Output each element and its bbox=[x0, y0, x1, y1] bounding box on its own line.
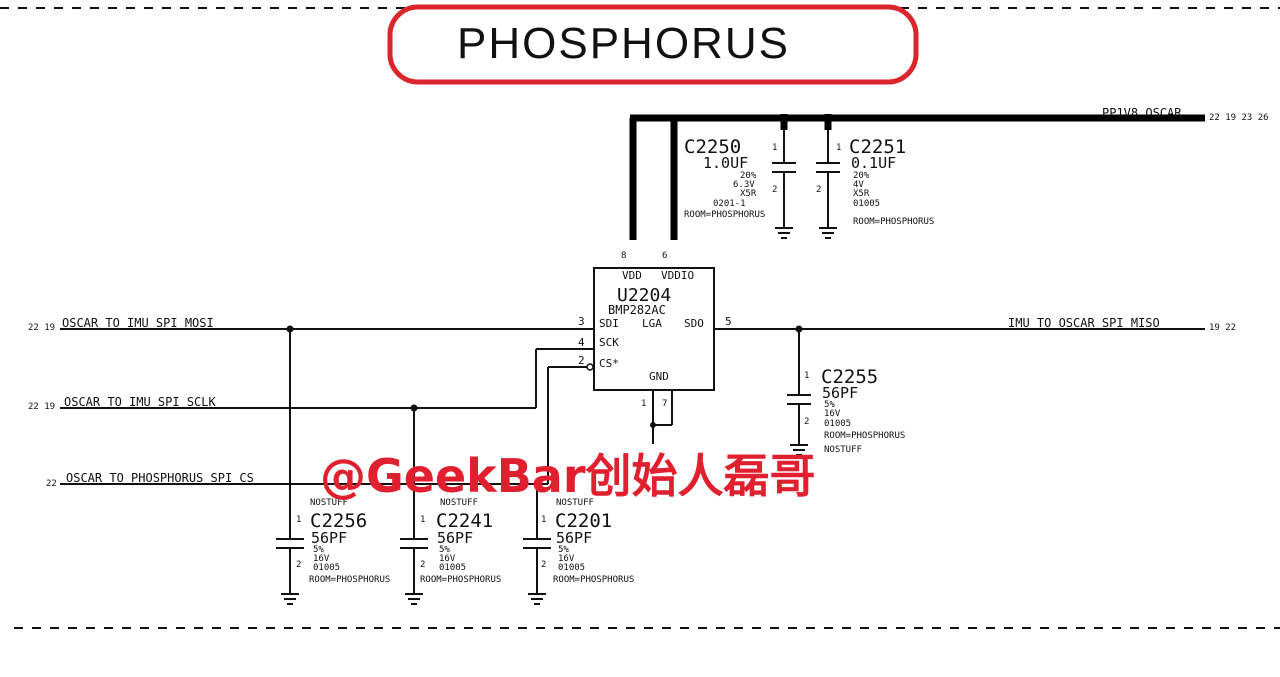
gnd-pin-label: GND bbox=[649, 370, 669, 383]
vdd-pin-number: 8 bbox=[621, 251, 626, 261]
c2241-value: 56PF bbox=[437, 529, 473, 547]
c2251-pin1: 1 bbox=[836, 143, 841, 153]
miso-refs: 19 22 bbox=[1209, 323, 1236, 333]
sclk-net-label: OSCAR_TO_IMU_SPI_SCLK bbox=[64, 395, 216, 409]
c2255-pin2: 2 bbox=[804, 417, 809, 427]
c2255-room: ROOM=PHOSPHORUS bbox=[824, 431, 905, 441]
gnd-pin-number-a: 1 bbox=[641, 399, 646, 409]
miso-net-label: IMU TO OSCAR SPI MISO bbox=[1008, 316, 1160, 330]
sck-pin-label: SCK bbox=[599, 336, 619, 349]
c2241-stuff: NOSTUFF bbox=[440, 498, 478, 508]
sdo-pin-label: SDO bbox=[684, 317, 704, 330]
c2256-ground-icon bbox=[281, 593, 299, 605]
c2250-ref: C2250 bbox=[684, 136, 741, 158]
c2251-pin2: 2 bbox=[816, 185, 821, 195]
c2256-stuff: NOSTUFF bbox=[310, 498, 348, 508]
c2241-pin2: 2 bbox=[420, 560, 425, 570]
c2251-ref: C2251 bbox=[849, 136, 906, 158]
c2201-volt: 16V bbox=[558, 554, 575, 564]
c2201-ground-icon bbox=[528, 593, 546, 605]
c2251-tol: 20% bbox=[853, 171, 870, 181]
c2201-tol: 5% bbox=[558, 545, 569, 555]
cs-pin-label: CS* bbox=[599, 357, 619, 370]
c2255-pin1: 1 bbox=[804, 371, 809, 381]
c2250-pkg: 0201-1 bbox=[713, 199, 746, 209]
title-highlight-ring bbox=[387, 4, 919, 85]
c2250-volt: 6.3V bbox=[733, 180, 755, 190]
page-title: PHOSPHORUS bbox=[457, 19, 790, 68]
power-rail-label: PP1V8_OSCAR bbox=[1102, 106, 1182, 120]
c2251-diel: X5R bbox=[853, 189, 870, 199]
cs-net-label: OSCAR TO PHOSPHORUS SPI CS bbox=[66, 471, 254, 485]
c2251-volt: 4V bbox=[853, 180, 864, 190]
u2204-ref: U2204 bbox=[617, 285, 671, 306]
c2201-stuff: NOSTUFF bbox=[556, 498, 594, 508]
c2256-pin1: 1 bbox=[296, 515, 301, 525]
c2255-ref: C2255 bbox=[821, 366, 878, 388]
watermark-text: @GeekBar创始人磊哥 bbox=[320, 449, 816, 503]
c2250-room: ROOM=PHOSPHORUS bbox=[684, 210, 765, 220]
c2256-tol: 5% bbox=[313, 545, 324, 555]
c2250-pin1: 1 bbox=[772, 143, 777, 153]
c2250-pin2: 2 bbox=[772, 185, 777, 195]
c2241-volt: 16V bbox=[439, 554, 456, 564]
c2251-pkg: 01005 bbox=[853, 199, 880, 209]
cs-refs: 22 bbox=[46, 479, 57, 489]
sck-pin-number: 4 bbox=[578, 336, 585, 349]
c2201-ref: C2201 bbox=[555, 510, 612, 532]
gnd-pin-number-b: 7 bbox=[662, 399, 667, 409]
vddio-pin-number: 6 bbox=[662, 251, 667, 261]
c2256-volt: 16V bbox=[313, 554, 330, 564]
c2256-ref: C2256 bbox=[310, 510, 367, 532]
sdo-pin-number: 5 bbox=[725, 315, 732, 328]
sdi-pin-label: SDI bbox=[599, 317, 619, 330]
cs-pin-number: 2 bbox=[578, 354, 585, 367]
c2256-room: ROOM=PHOSPHORUS bbox=[309, 575, 390, 585]
c2251-room: ROOM=PHOSPHORUS bbox=[853, 217, 934, 227]
c2241-pkg: 01005 bbox=[439, 563, 466, 573]
c2201-value: 56PF bbox=[556, 529, 592, 547]
c2241-tol: 5% bbox=[439, 545, 450, 555]
c2251-value: 0.1UF bbox=[851, 154, 896, 172]
c2255-volt: 16V bbox=[824, 409, 841, 419]
c2255-tol: 5% bbox=[824, 400, 835, 410]
c2241-ground-icon bbox=[405, 593, 423, 605]
c2250-ground-icon bbox=[775, 227, 793, 239]
c2201-pin1: 1 bbox=[541, 515, 546, 525]
sclk-refs: 22 19 bbox=[28, 402, 55, 412]
c2255-value: 56PF bbox=[822, 384, 858, 402]
c2201-pin2: 2 bbox=[541, 560, 546, 570]
c2250-tol: 20% bbox=[740, 171, 757, 181]
c2255-extra: NOSTUFF bbox=[824, 445, 862, 455]
c2255-pkg: 01005 bbox=[824, 419, 851, 429]
vddio-pin-label: VDDIO bbox=[661, 269, 694, 282]
c2250-value: 1.0UF bbox=[703, 154, 748, 172]
c2255-ground-icon bbox=[790, 444, 808, 456]
c2256-value: 56PF bbox=[311, 529, 347, 547]
c2256-pin2: 2 bbox=[296, 560, 301, 570]
mosi-net-label: OSCAR TO IMU SPI MOSI bbox=[62, 316, 214, 330]
c2256-pkg: 01005 bbox=[313, 563, 340, 573]
c2201-room: ROOM=PHOSPHORUS bbox=[553, 575, 634, 585]
sdi-pin-number: 3 bbox=[578, 315, 585, 328]
c2251-ground-icon bbox=[819, 227, 837, 239]
u2204-part: BMP282AC bbox=[608, 303, 666, 317]
vdd-pin-label: VDD bbox=[622, 269, 642, 282]
u2204-package: LGA bbox=[642, 317, 662, 330]
cs-active-low-bubble bbox=[586, 363, 594, 371]
c2241-ref: C2241 bbox=[436, 510, 493, 532]
c2201-pkg: 01005 bbox=[558, 563, 585, 573]
c2241-pin1: 1 bbox=[420, 515, 425, 525]
mosi-refs: 22 19 bbox=[28, 323, 55, 333]
c2241-room: ROOM=PHOSPHORUS bbox=[420, 575, 501, 585]
c2250-diel: X5R bbox=[740, 189, 757, 199]
power-rail-refs: 22 19 23 26 bbox=[1209, 113, 1269, 123]
